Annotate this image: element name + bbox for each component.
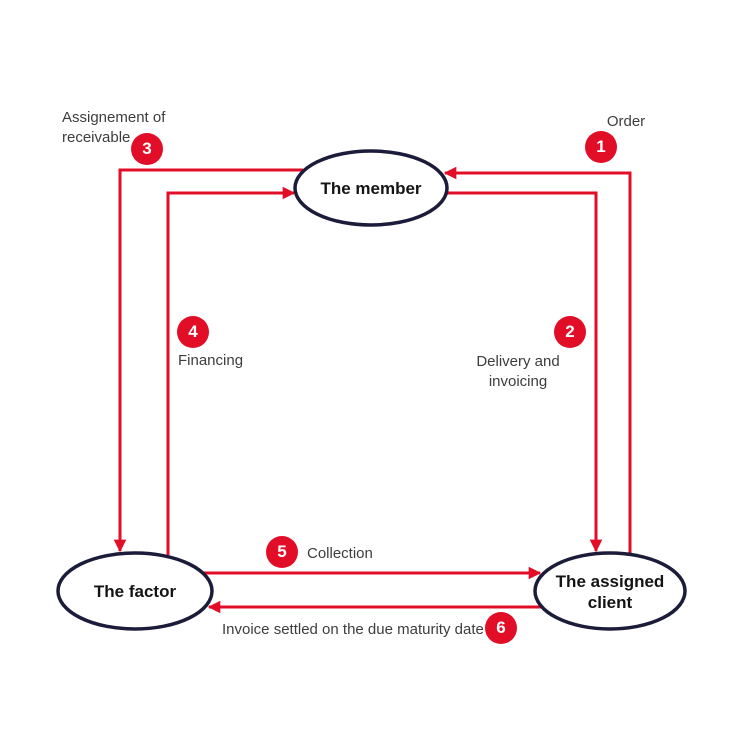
step-badge-5: 5 — [266, 536, 298, 568]
financing-label: Financing — [178, 352, 244, 369]
member-ellipse — [293, 149, 449, 227]
arrow-financing — [166, 186, 296, 555]
step-badge-1: 1 — [585, 131, 617, 163]
node-member-label: The member — [320, 178, 422, 198]
arrow-order — [443, 166, 632, 556]
step-badge-4: 4 — [177, 316, 209, 348]
delivery-invoicing-label: Delivery and invoicing — [476, 353, 560, 390]
invoice-settled-label: Invoice settled on the due maturity date — [222, 621, 484, 638]
node-factor-label: The factor — [93, 582, 177, 601]
node-assigned-client-label: The assigned client — [555, 571, 665, 612]
assigned-client-ellipse — [533, 551, 687, 631]
assignment-receivable-label: Assignement of receivable — [62, 109, 166, 146]
factor-ellipse — [56, 551, 214, 631]
order-label: Order — [606, 113, 646, 130]
step-badge-3: 3 — [131, 133, 163, 165]
arrow-assignment-receivable — [113, 168, 303, 553]
step-badge-2: 2 — [554, 316, 586, 348]
collection-label: Collection — [307, 545, 373, 562]
step-badge-6: 6 — [485, 612, 517, 644]
arrow-delivery-invoicing — [446, 191, 603, 553]
